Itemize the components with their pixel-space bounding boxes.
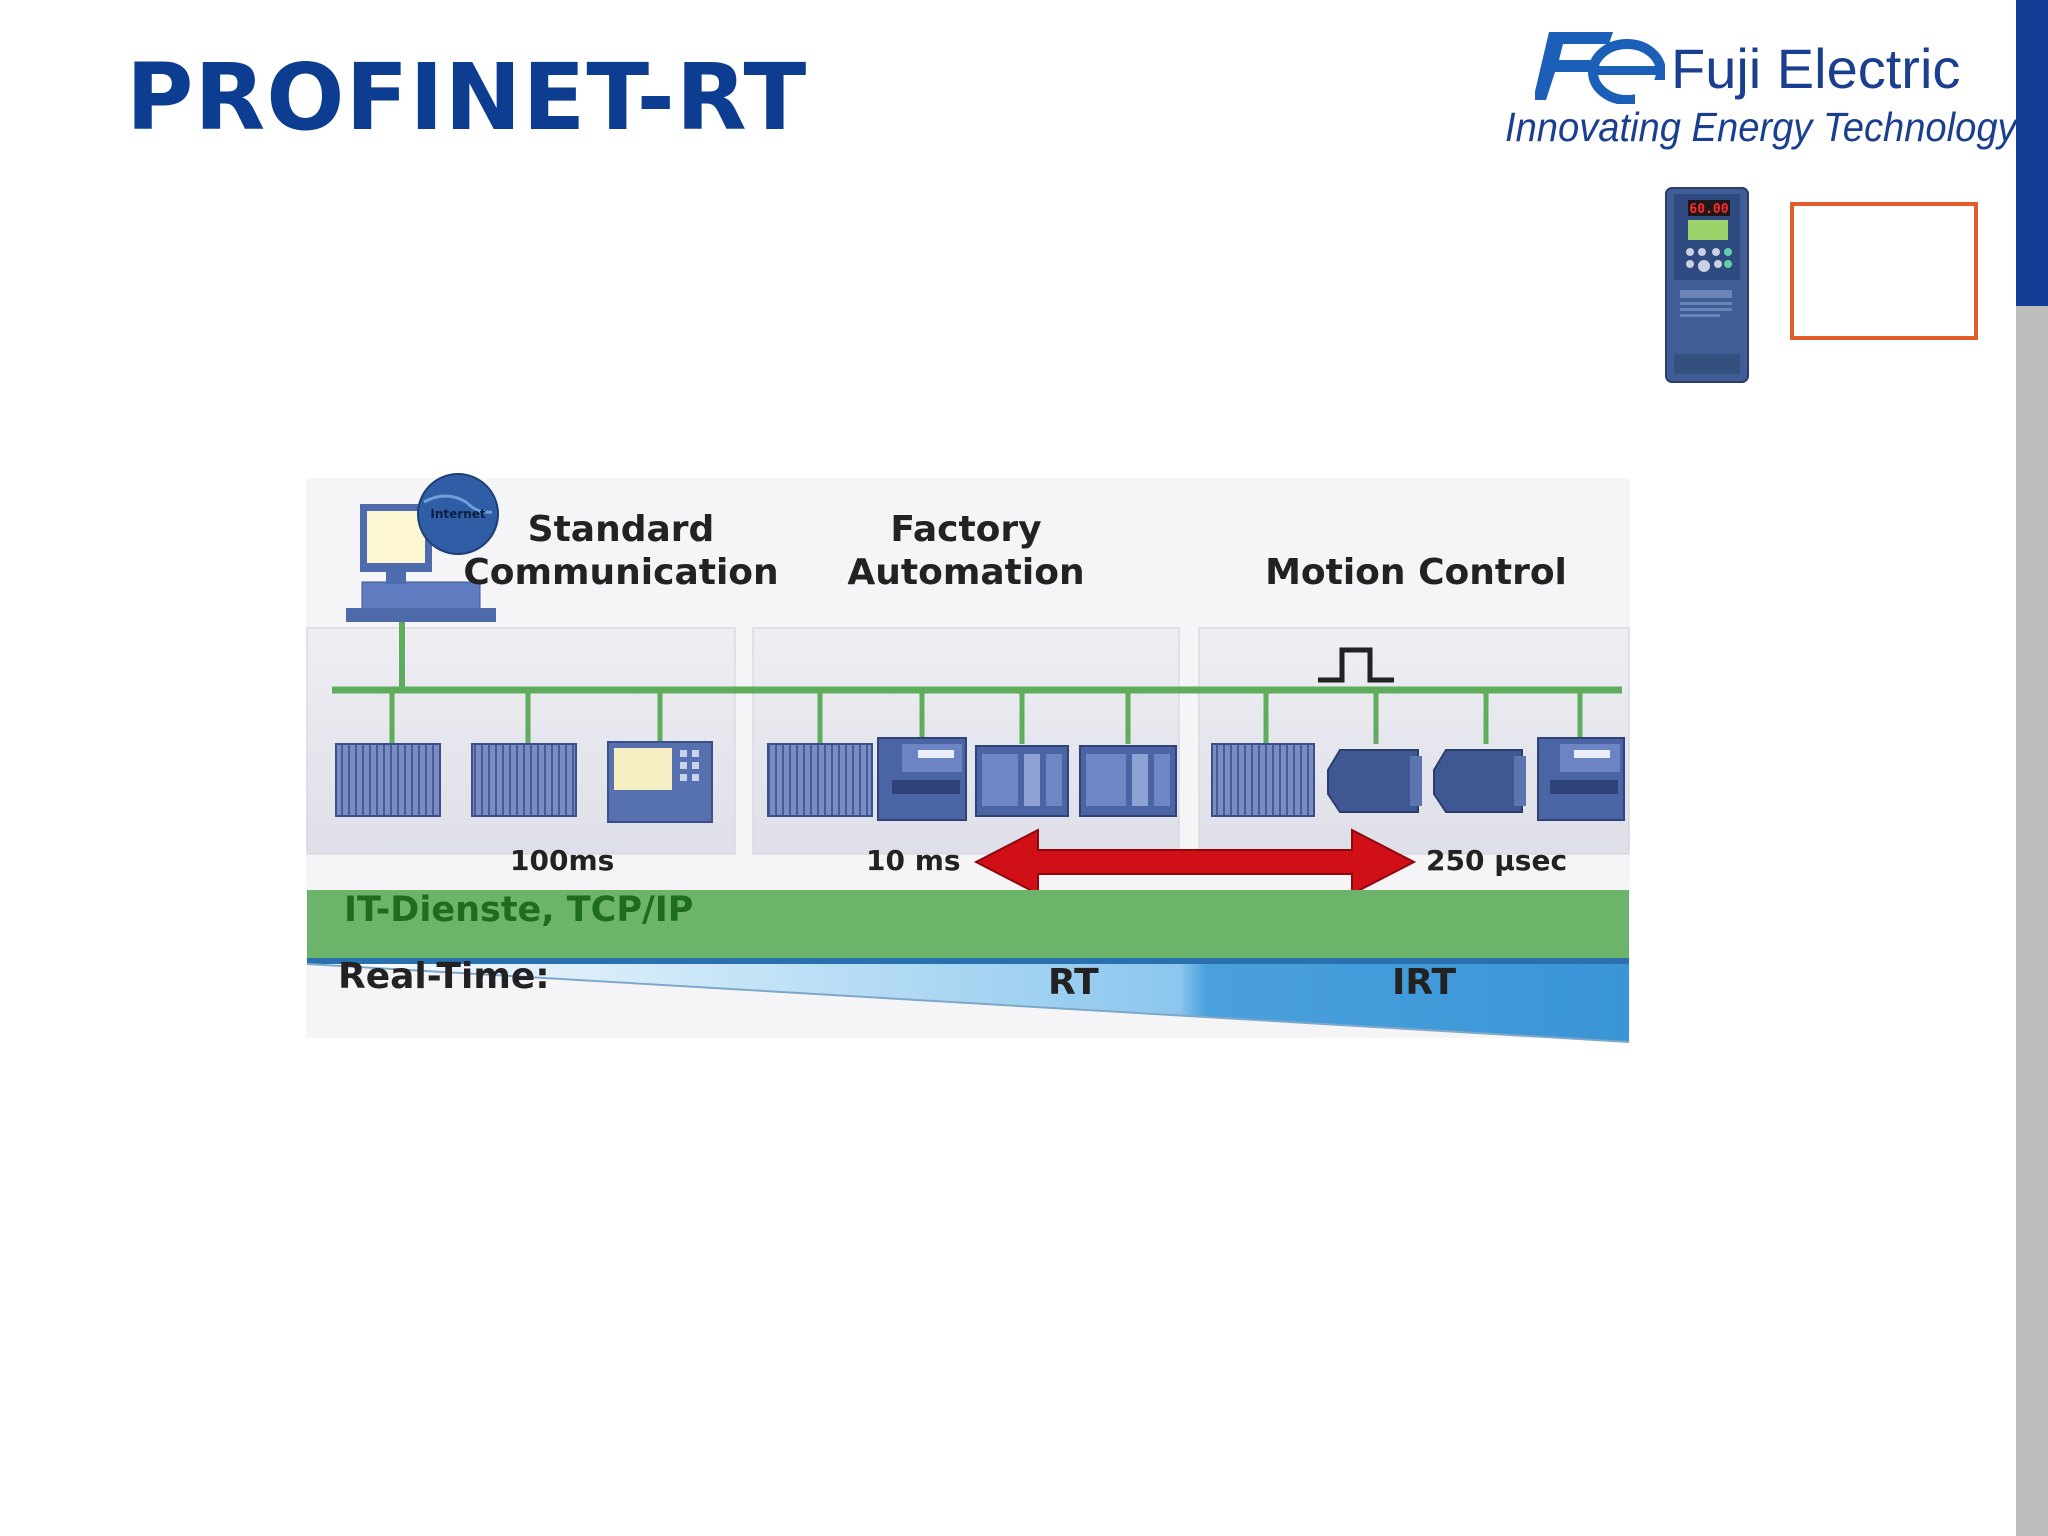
real-time-label: Real-Time: bbox=[338, 956, 550, 997]
io-module-icon bbox=[1079, 745, 1177, 817]
it-services-label: IT-Dienste, TCP/IP bbox=[344, 890, 694, 930]
plc-rack-icon bbox=[335, 743, 441, 817]
section-label-standard: Standard Communication bbox=[463, 509, 779, 593]
fe-logo-mark-icon bbox=[1535, 32, 1665, 104]
fuji-electric-logo: Fuji Electric Innovating Energy Technolo… bbox=[1505, 22, 2017, 162]
io-module-icon bbox=[975, 745, 1069, 817]
time-label-standard: 100ms bbox=[510, 844, 615, 877]
internet-pc-icon: Internet bbox=[346, 473, 499, 622]
time-label-motion: 250 µsec bbox=[1426, 844, 1568, 877]
profinet-diagram: Internet bbox=[306, 472, 1630, 1044]
logo-brand-name: Fuji Electric bbox=[1671, 37, 1961, 100]
svg-text:60.00: 60.00 bbox=[1689, 202, 1728, 217]
bus-drops bbox=[389, 690, 1583, 744]
plc-rack-icon bbox=[471, 743, 577, 817]
drive-unit-icon bbox=[877, 737, 967, 821]
hmi-panel-icon bbox=[607, 741, 713, 823]
diagram-graphics: Internet bbox=[306, 473, 1630, 1043]
irt-label: IRT bbox=[1392, 962, 1457, 1003]
inverter-drive-image: 60.00 bbox=[1665, 187, 1749, 383]
latency-range-arrow bbox=[973, 828, 1417, 896]
side-accent-bar-blue bbox=[2016, 0, 2048, 306]
plc-rack-icon bbox=[1211, 743, 1315, 817]
slide-title: PROFINET-RT bbox=[126, 44, 808, 151]
it-services-band bbox=[307, 890, 1629, 960]
section-label-motion: Motion Control bbox=[1265, 552, 1567, 593]
logo-tagline: Innovating Energy Technology bbox=[1505, 104, 2017, 150]
internet-globe-label: Internet bbox=[430, 507, 485, 521]
rt-label: RT bbox=[1048, 962, 1099, 1003]
time-label-factory: 10 ms bbox=[866, 844, 961, 877]
section-label-factory: Factory Automation bbox=[847, 509, 1085, 593]
servo-motor-icon bbox=[1327, 749, 1422, 813]
pulse-signal-icon bbox=[1318, 647, 1394, 683]
placeholder-frame bbox=[1790, 202, 1978, 340]
drive-unit-icon bbox=[1537, 737, 1625, 821]
servo-motor-icon bbox=[1433, 749, 1526, 813]
plc-rack-icon bbox=[767, 743, 873, 817]
